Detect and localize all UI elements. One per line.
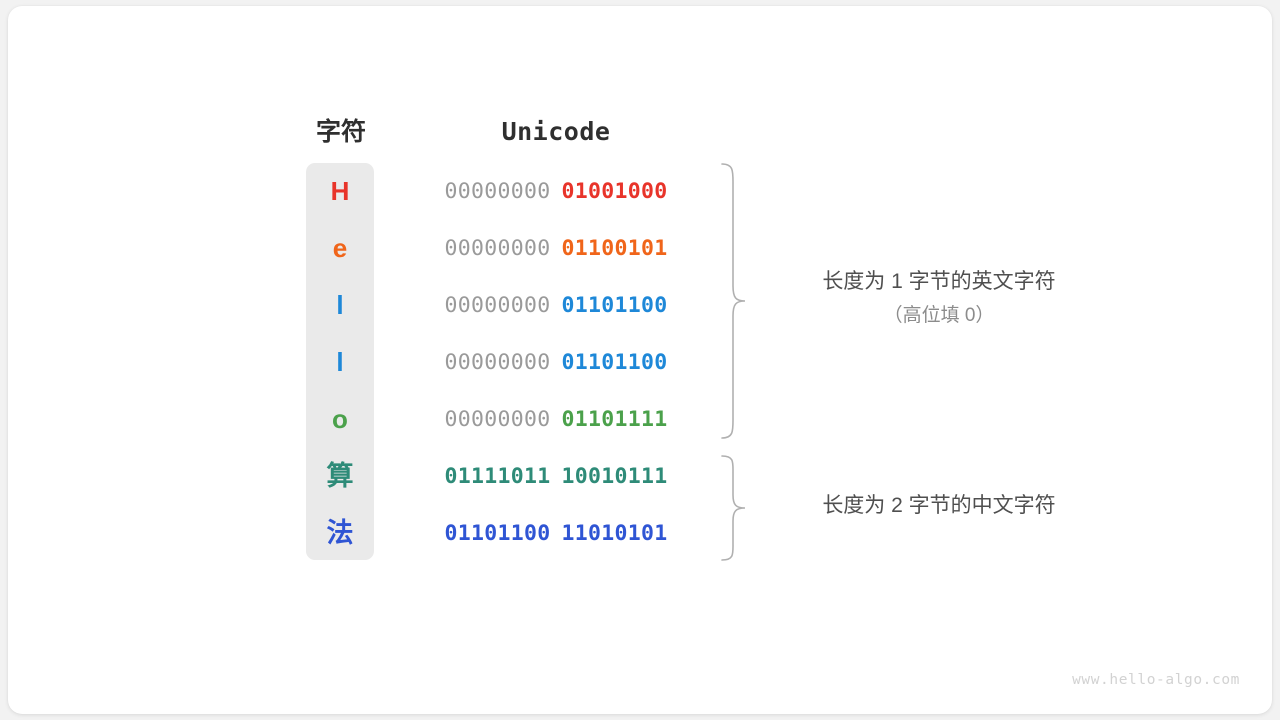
watermark: www.hello-algo.com xyxy=(1072,672,1240,688)
binary-row-0: 00000000 01001000 xyxy=(406,163,706,220)
high-byte-2: 00000000 xyxy=(444,293,551,318)
binary-row-3: 00000000 01101100 xyxy=(406,334,706,391)
annotation-chinese-main: 长度为 2 字节的中文字符 xyxy=(822,494,1056,517)
binary-row-4: 00000000 01101111 xyxy=(406,391,706,448)
high-byte-0: 00000000 xyxy=(444,179,551,204)
high-byte-1: 00000000 xyxy=(444,236,551,261)
annotation-english: 长度为 1 字节的英文字符 （高位填 0） xyxy=(744,264,1134,333)
low-byte-1: 01100101 xyxy=(561,236,668,261)
brace-english-group xyxy=(716,156,750,446)
low-byte-4: 01101111 xyxy=(561,407,668,432)
low-byte-5: 10010111 xyxy=(561,464,668,489)
character-cell-0: H xyxy=(330,176,350,206)
binary-row-2: 00000000 01101100 xyxy=(406,277,706,334)
high-byte-3: 00000000 xyxy=(444,350,551,375)
annotation-english-sub: （高位填 0） xyxy=(883,305,995,326)
binary-row-1: 00000000 01100101 xyxy=(406,220,706,277)
low-byte-6: 11010101 xyxy=(561,521,668,546)
low-byte-0: 01001000 xyxy=(561,179,668,204)
character-cell-3: l xyxy=(336,347,344,377)
character-cell-4: o xyxy=(332,404,348,434)
character-cell-6: 法 xyxy=(326,518,354,549)
high-byte-5: 01111011 xyxy=(444,464,551,489)
character-cell-1: e xyxy=(332,233,348,263)
character-column-background xyxy=(306,163,374,560)
character-cell-5: 算 xyxy=(326,461,354,492)
brace-chinese-group xyxy=(716,449,750,571)
high-byte-6: 01101100 xyxy=(444,521,551,546)
low-byte-2: 01101100 xyxy=(561,293,668,318)
annotation-chinese: 长度为 2 字节的中文字符 xyxy=(744,488,1134,523)
figure-stage: 字符 Unicode H e l l o 算 法 00000000 0100100… xyxy=(8,6,1272,714)
column-header-unicode: Unicode xyxy=(501,117,611,146)
column-header-character: 字符 xyxy=(315,118,366,146)
binary-row-5: 01111011 10010111 xyxy=(406,448,706,505)
low-byte-3: 01101100 xyxy=(561,350,668,375)
annotation-english-main: 长度为 1 字节的英文字符 xyxy=(822,270,1056,293)
figure-card: 字符 Unicode H e l l o 算 法 00000000 0100100… xyxy=(8,6,1272,714)
binary-row-6: 01101100 11010101 xyxy=(406,505,706,562)
high-byte-4: 00000000 xyxy=(444,407,551,432)
character-cell-2: l xyxy=(336,290,344,320)
